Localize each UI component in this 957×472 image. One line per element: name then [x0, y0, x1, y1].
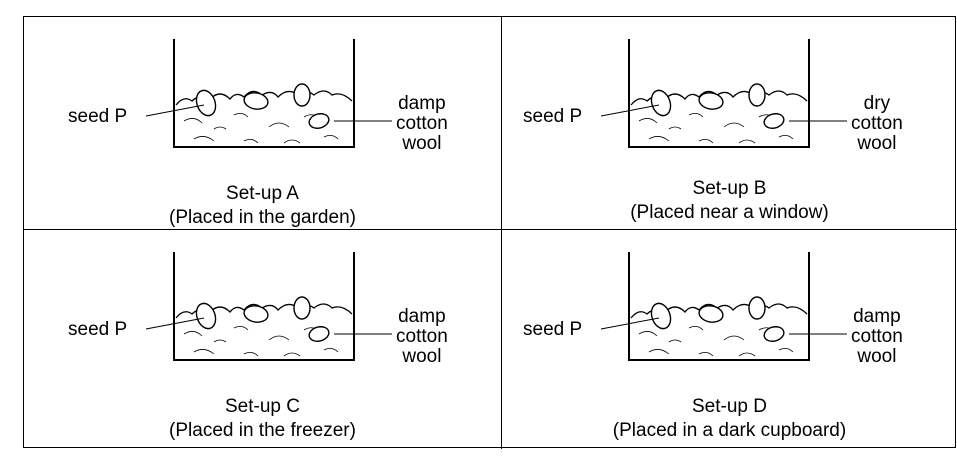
- cotton-texture-icon: [698, 352, 714, 357]
- setup-placement: (Placed in a dark cupboard): [612, 420, 847, 441]
- container-icon: [173, 252, 355, 361]
- cotton-texture-icon: [183, 331, 203, 337]
- cotton-texture-icon: [638, 118, 658, 124]
- cotton-texture-icon: [648, 136, 670, 142]
- seed-icon: [308, 113, 330, 129]
- cotton-texture-icon: [648, 349, 670, 355]
- container-with-seeds-b: [600, 39, 847, 148]
- seed-icon: [195, 302, 217, 330]
- cotton-texture-icon: [723, 335, 745, 341]
- cotton-texture-icon: [268, 122, 290, 128]
- setup-placement: (Placed in the freezer): [169, 420, 356, 441]
- container-with-seeds-a: [145, 39, 392, 148]
- material-label: dry cotton wool: [851, 93, 903, 154]
- cotton-texture-icon: [193, 136, 215, 142]
- cotton-texture-icon: [668, 339, 682, 343]
- container-with-seeds-c: [145, 252, 392, 361]
- seed-icon: [650, 89, 672, 117]
- seed-icon: [698, 305, 724, 323]
- setup-c-cell: seed P damp cotton wool Set-up C (Placed…: [24, 230, 502, 449]
- seed-icon: [698, 92, 724, 110]
- seed-icon: [748, 83, 766, 107]
- seed-icon: [195, 89, 217, 117]
- cotton-texture-icon: [233, 113, 249, 118]
- container-with-seeds-d: [600, 252, 847, 361]
- cotton-texture-icon: [213, 339, 227, 343]
- material-label: damp cotton wool: [396, 306, 448, 367]
- cotton-texture-icon: [283, 139, 301, 144]
- cotton-texture-icon: [723, 122, 745, 128]
- seed-p-label: seed P: [68, 319, 128, 340]
- cotton-texture-icon: [778, 135, 794, 140]
- setup-title: Set-up D: [692, 396, 767, 417]
- seed-icon: [243, 305, 269, 323]
- setup-caption: Set-up B (Placed near a window): [502, 177, 957, 225]
- seed-p-label: seed P: [523, 319, 583, 340]
- seed-icon: [293, 296, 311, 320]
- setup-placement: (Placed in the garden): [169, 207, 356, 228]
- container-icon: [173, 39, 355, 148]
- setup-title: Set-up B: [692, 178, 767, 199]
- seed-icon: [243, 92, 269, 110]
- cotton-texture-icon: [698, 139, 714, 144]
- setup-title: Set-up A: [226, 183, 299, 204]
- setup-d-cell: seed P damp cotton wool Set-up D (Placed…: [502, 230, 957, 449]
- container-icon: [628, 252, 810, 361]
- seed-p-leader-line: [600, 104, 660, 117]
- seed-icon: [650, 302, 672, 330]
- cotton-texture-icon: [193, 349, 215, 355]
- cotton-texture-icon: [243, 352, 259, 357]
- setup-a-cell: seed P damp cotton wool Set-up A (Placed…: [24, 17, 502, 230]
- seed-p-leader-line: [600, 317, 660, 330]
- cotton-texture-icon: [738, 139, 756, 144]
- cotton-texture-icon: [233, 326, 249, 331]
- seed-icon: [763, 113, 785, 129]
- seed-icon: [748, 296, 766, 320]
- cotton-texture-icon: [688, 113, 704, 118]
- cotton-texture-icon: [688, 326, 704, 331]
- cotton-texture-icon: [668, 126, 682, 130]
- material-label: damp cotton wool: [851, 306, 903, 367]
- seed-icon: [308, 326, 330, 342]
- cotton-texture-icon: [323, 135, 339, 140]
- setup-caption: Set-up A (Placed in the garden): [24, 182, 501, 230]
- cotton-texture-icon: [268, 335, 290, 341]
- cotton-texture-icon: [778, 348, 794, 353]
- container-icon: [628, 39, 810, 148]
- cotton-texture-icon: [323, 348, 339, 353]
- cotton-texture-icon: [283, 352, 301, 357]
- seed-p-leader-line: [145, 104, 205, 117]
- seed-p-leader-line: [145, 317, 205, 330]
- setup-caption: Set-up C (Placed in the freezer): [24, 395, 501, 443]
- material-label: damp cotton wool: [396, 93, 448, 154]
- cotton-texture-icon: [243, 139, 259, 144]
- seed-p-label: seed P: [523, 106, 583, 127]
- cotton-texture-icon: [213, 126, 227, 130]
- seed-p-label: seed P: [68, 106, 128, 127]
- cotton-texture-icon: [738, 352, 756, 357]
- setup-placement: (Placed near a window): [630, 202, 829, 223]
- setup-caption: Set-up D (Placed in a dark cupboard): [502, 395, 957, 443]
- setup-b-cell: seed P dry cotton wool Set-up B (Placed …: [502, 17, 957, 230]
- seed-icon: [763, 326, 785, 342]
- setup-title: Set-up C: [225, 396, 300, 417]
- setups-table: seed P damp cotton wool Set-up A (Placed…: [23, 16, 957, 449]
- seed-icon: [293, 83, 311, 107]
- cotton-texture-icon: [638, 331, 658, 337]
- cotton-texture-icon: [183, 118, 203, 124]
